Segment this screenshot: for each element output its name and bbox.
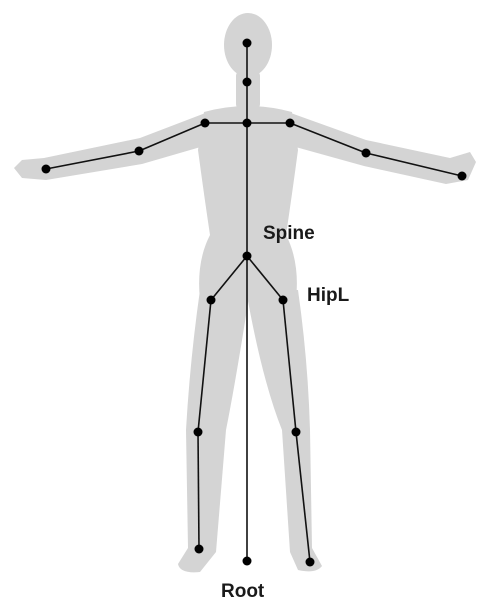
joint-ankle-left (195, 545, 204, 554)
joint-chest (243, 119, 252, 128)
joint-hip-right (279, 296, 288, 305)
joint-spine (243, 252, 252, 261)
silhouette-leg-right (246, 290, 322, 571)
joint-elbow-left (135, 147, 144, 156)
silhouette-torso (198, 106, 298, 300)
joint-knee-right (292, 428, 301, 437)
joint-neck (243, 78, 252, 87)
joint-root (243, 557, 252, 566)
joint-hip-left (207, 296, 216, 305)
silhouette-neck (236, 70, 260, 110)
joint-shoulder-left (201, 119, 210, 128)
joint-wrist-left (42, 165, 51, 174)
bone-shin-left (198, 432, 199, 549)
joint-elbow-right (362, 149, 371, 158)
joint-wrist-right (458, 172, 467, 181)
joint-shoulder-right (286, 119, 295, 128)
label-hip-left: HipL (307, 285, 350, 306)
joint-ankle-right (306, 558, 315, 567)
silhouette-leg-left (178, 290, 250, 572)
joint-knee-left (194, 428, 203, 437)
body-silhouette (14, 13, 476, 572)
joint-head (243, 39, 252, 48)
label-spine: Spine (263, 223, 315, 244)
label-root: Root (221, 581, 265, 602)
